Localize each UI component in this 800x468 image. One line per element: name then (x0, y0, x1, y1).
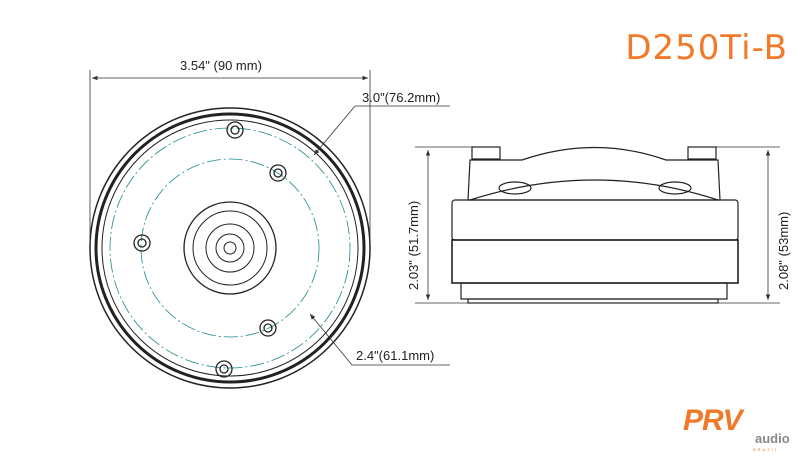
logo-sub: audio (755, 431, 790, 446)
model-title: D250Ti-B (625, 28, 788, 68)
logo-country: BRAZIL (753, 447, 780, 452)
front-view (89, 107, 371, 389)
inner-bolt-circle-label: 2.4"(61.1mm) (356, 348, 435, 363)
logo-brand: PRV (683, 404, 743, 437)
dimension-lines (89, 70, 780, 366)
brand-logo: PRV audio BRAZIL (683, 404, 790, 453)
overall-diameter-label: 3.54" (90 mm) (180, 58, 262, 73)
body-height-label: 2.03" (51.7mm) (406, 200, 421, 290)
total-height-label: 2.08" (53mm) (776, 211, 791, 290)
outer-bolt-circle-label: 3.0"(76.2mm) (362, 90, 441, 105)
side-view (451, 146, 739, 304)
mounting-holes (133, 121, 287, 378)
